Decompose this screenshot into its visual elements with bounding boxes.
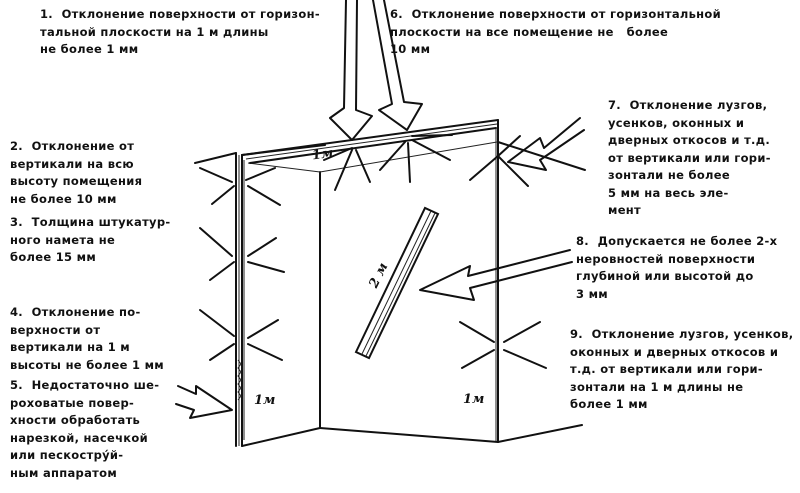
dimension-right-wall: 1м xyxy=(463,392,485,407)
arrow-top-1 xyxy=(329,0,373,141)
arrow-top-6 xyxy=(372,0,423,131)
arrow-item-3 xyxy=(199,227,285,281)
burst-right-wall xyxy=(469,135,529,187)
ceiling-edge xyxy=(241,119,499,173)
arrow-item-9 xyxy=(459,321,547,369)
annotation-8: 8. Допускается не более 2-х неровностей … xyxy=(576,234,778,301)
dimension-left-wall: 1м xyxy=(254,393,276,408)
arrow-item-5 xyxy=(175,385,233,419)
annotation-5: 5. Недостаточно ше- роховатые повер- хно… xyxy=(10,378,160,480)
arrow-item-8 xyxy=(419,249,573,301)
dimension-top-edge: 1м xyxy=(311,145,335,164)
annotation-2: 2. Отклонение от вертикали на всю высоту… xyxy=(10,139,143,206)
annotation-1: 1. Отклонение поверхности от горизон- та… xyxy=(40,7,320,56)
annotation-6: 6. Отклонение поверхности от горизонталь… xyxy=(390,7,721,56)
annotation-4: 4. Отклонение по- верхности от вертикали… xyxy=(10,305,164,372)
annotation-9: 9. Отклонение лузгов, усенков, оконных и… xyxy=(570,327,794,411)
two-meter-rule xyxy=(354,206,440,360)
arrow-item-2 xyxy=(199,167,281,206)
burst-ceiling xyxy=(323,134,453,191)
arrows xyxy=(175,0,585,419)
arrow-item-4 xyxy=(199,309,283,361)
arrow-item-7 xyxy=(507,117,585,171)
annotation-7: 7. Отклонение лузгов, усенков, оконных и… xyxy=(608,98,771,217)
annotation-3: 3. Толщина штукатур- ного намета не боле… xyxy=(10,215,171,264)
